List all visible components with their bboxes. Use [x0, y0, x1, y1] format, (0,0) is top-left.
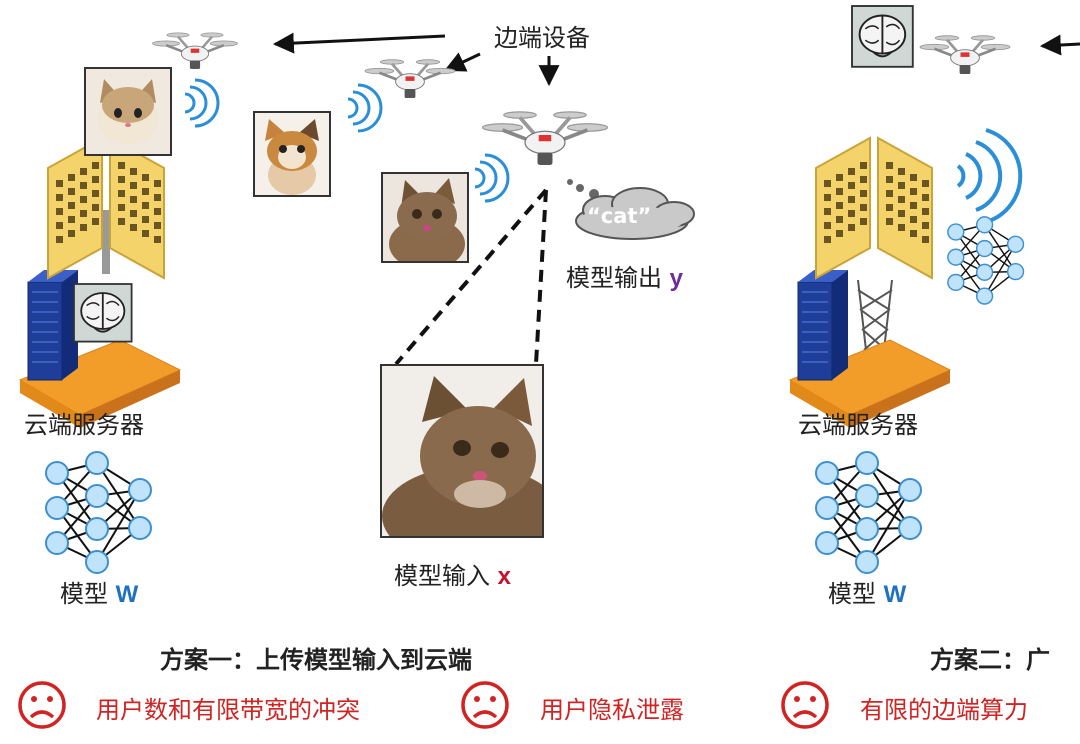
model-text-2: 模型	[828, 580, 876, 608]
wifi-2-icon	[346, 83, 383, 133]
edge-device-label: 边端设备	[494, 24, 590, 52]
input-var: x	[497, 563, 511, 590]
arrow-to-drone-4	[1039, 34, 1080, 56]
brain-icon	[73, 283, 133, 343]
model-input-text: 模型输入	[394, 562, 490, 590]
drone-1-icon	[151, 31, 239, 71]
model-label-2: 模型 W	[828, 574, 906, 609]
cat-cloud	[575, 187, 695, 240]
wifi-3-icon	[473, 153, 510, 203]
scheme-1-title: 方案一：上传模型输入到云端	[160, 646, 472, 674]
model-label: 模型 W	[60, 574, 138, 609]
model-output-label: 模型输出 y	[566, 258, 683, 293]
model-var: W	[115, 581, 139, 608]
cat-photo-small	[381, 172, 469, 263]
dashed-line-right	[534, 189, 548, 365]
tower-icon	[857, 279, 893, 351]
model-input-label: 模型输入 x	[394, 556, 511, 591]
drone-4-icon	[918, 34, 1012, 76]
drone-2-icon	[363, 58, 457, 100]
drone-3-icon	[480, 110, 610, 167]
output-var: y	[669, 265, 683, 292]
wifi-4-icon	[956, 128, 1023, 224]
model-output-text: 模型输出	[566, 264, 662, 292]
model-input-photo	[380, 364, 544, 538]
sad-face-icon	[781, 681, 829, 729]
model-var-2: W	[883, 581, 907, 608]
small-neural-net-icon	[947, 216, 1025, 305]
dashed-line-left	[394, 188, 548, 366]
problem-3-text: 有限的边端算力	[860, 696, 1028, 724]
kitten-photo-1	[84, 67, 172, 156]
model-text: 模型	[60, 580, 108, 608]
cloud-server-label-2: 云端服务器	[798, 411, 918, 439]
sad-face-icon	[18, 681, 66, 729]
wifi-1-icon	[183, 78, 220, 128]
problem-1-text: 用户数和有限带宽的冲突	[96, 696, 360, 724]
brain-icon-2	[851, 5, 914, 68]
arrow-to-drone-1	[272, 32, 446, 54]
arrow-to-drone-2	[444, 52, 481, 72]
neural-net-icon-2	[815, 451, 922, 574]
neural-net-icon	[45, 451, 152, 574]
sad-face-icon	[461, 681, 509, 729]
kitten-photo-2	[253, 111, 331, 197]
cloud-server-label: 云端服务器	[24, 411, 144, 439]
antenna-icon-2	[815, 137, 933, 279]
scheme-2-title: 方案二：广	[930, 646, 1050, 674]
cat-cloud-text: “cat”	[587, 204, 652, 228]
problem-2-text: 用户隐私泄露	[540, 696, 684, 724]
